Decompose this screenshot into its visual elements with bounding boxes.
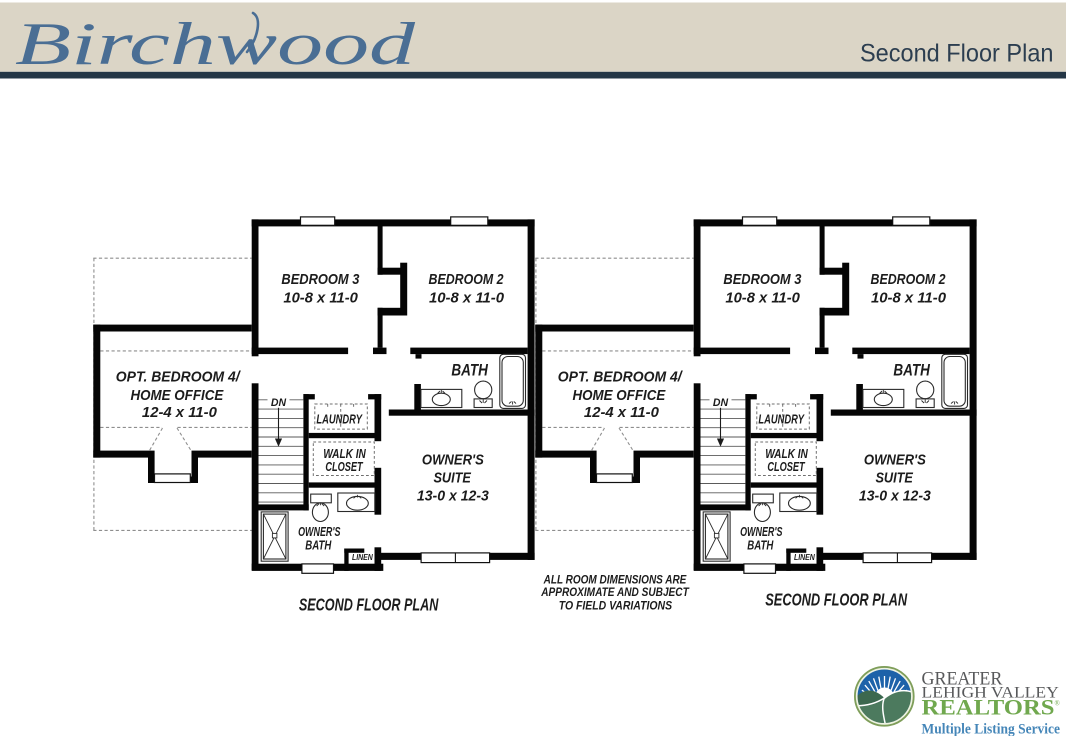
svg-text:LEHIGH VALLEY: LEHIGH VALLEY bbox=[922, 684, 1059, 701]
svg-text:REALTORS: REALTORS bbox=[922, 695, 1055, 720]
svg-text:®: ® bbox=[1055, 700, 1061, 708]
svg-text:TO FIELD VARIATIONS: TO FIELD VARIATIONS bbox=[559, 599, 672, 613]
svg-text:GREATER: GREATER bbox=[922, 668, 1003, 689]
svg-text:ALL ROOM DIMENSIONS ARE: ALL ROOM DIMENSIONS ARE bbox=[543, 572, 687, 586]
svg-text:SECOND FLOOR PLAN: SECOND FLOOR PLAN bbox=[765, 590, 907, 610]
svg-text:Birchwood: Birchwood bbox=[15, 11, 417, 77]
svg-text:APPROXIMATE AND SUBJECT: APPROXIMATE AND SUBJECT bbox=[540, 585, 690, 599]
svg-text:Multiple Listing Service: Multiple Listing Service bbox=[922, 722, 1061, 736]
svg-text:SECOND FLOOR PLAN: SECOND FLOOR PLAN bbox=[299, 594, 439, 614]
svg-text:Second Floor Plan: Second Floor Plan bbox=[860, 39, 1054, 67]
